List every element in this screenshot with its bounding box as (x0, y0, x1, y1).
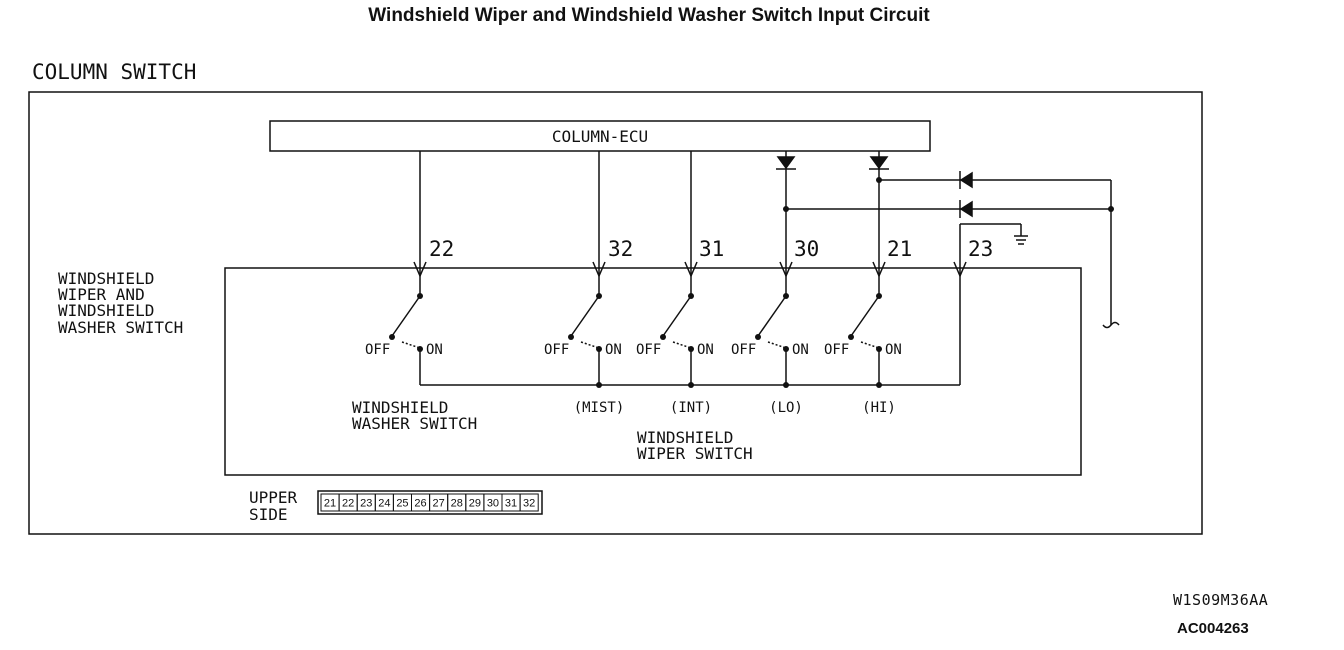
ground-icon (1014, 235, 1028, 245)
svg-text:WASHER SWITCH: WASHER SWITCH (352, 414, 477, 433)
svg-text:WINDSHIELD: WINDSHIELD (58, 301, 154, 320)
svg-text:OFF: OFF (365, 342, 390, 358)
svg-text:UPPER: UPPER (249, 488, 298, 507)
connector-pin-number: 32 (523, 498, 535, 510)
figure-code: W1S09M36AA (1173, 591, 1269, 609)
ecu-label: COLUMN-ECU (552, 127, 648, 146)
svg-text:WASHER SWITCH: WASHER SWITCH (58, 318, 183, 337)
lo-label: (LO) (769, 400, 803, 416)
terminal-32: 32 (608, 237, 633, 261)
connector-pin-number: 24 (378, 498, 390, 510)
diode-icon (959, 171, 973, 189)
diode-icon (869, 156, 889, 170)
connector-pin-number: 27 (433, 498, 445, 510)
mist-label: (MIST) (574, 400, 625, 416)
svg-text:WIPER SWITCH: WIPER SWITCH (637, 444, 753, 463)
svg-text:WINDSHIELD: WINDSHIELD (352, 398, 448, 417)
terminal-23: 23 (968, 237, 993, 261)
connector-pin-number: 28 (451, 498, 463, 510)
connector-pin-strip: 21 22 23 24 25 26 27 28 29 30 31 32 (317, 490, 543, 515)
terminal-numbers: 22 32 31 30 21 23 (429, 237, 993, 261)
svg-text:OFF: OFF (636, 342, 661, 358)
terminal-21: 21 (887, 237, 912, 261)
svg-text:ON: ON (885, 342, 902, 358)
svg-text:ON: ON (426, 342, 443, 358)
svg-text:WIPER AND: WIPER AND (58, 285, 145, 304)
int-label: (INT) (670, 400, 712, 416)
svg-text:OFF: OFF (731, 342, 756, 358)
svg-text:SIDE: SIDE (249, 505, 288, 524)
svg-text:ON: ON (792, 342, 809, 358)
connector-pin-number: 23 (360, 498, 372, 510)
diode-icon (776, 156, 796, 170)
switch-position-labels: (MIST) (INT) (LO) (HI) (574, 400, 896, 416)
page-title: Windshield Wiper and Windshield Washer S… (368, 5, 930, 26)
terminal-markers (413, 261, 967, 278)
hi-label: (HI) (862, 400, 896, 416)
junction-dots (389, 177, 1114, 388)
wiper-switch-label: WINDSHIELD WIPER SWITCH (637, 428, 753, 463)
terminal-31: 31 (699, 237, 724, 261)
washer-switch-label: WINDSHIELD WASHER SWITCH (352, 398, 477, 433)
connector-pin-number: 25 (396, 498, 408, 510)
connector-pin-number: 26 (414, 498, 426, 510)
svg-text:OFF: OFF (544, 342, 569, 358)
diode-icon (959, 200, 973, 218)
column-ecu-box (269, 120, 931, 152)
column-switch-box (28, 91, 1203, 535)
terminal-30: 30 (794, 237, 819, 261)
connector-label: UPPER SIDE (249, 488, 298, 524)
switch-assembly-box (224, 267, 1082, 476)
connector-pin-number: 21 (324, 498, 336, 510)
switch-contacts (391, 295, 880, 349)
column-switch-label: COLUMN SWITCH (32, 60, 196, 84)
connector-pin-number: 31 (505, 498, 517, 510)
connector-pin-cell (519, 493, 539, 512)
connector-pin-number: 29 (469, 498, 481, 510)
svg-text:ON: ON (697, 342, 714, 358)
svg-text:OFF: OFF (824, 342, 849, 358)
switch-assembly-label: WINDSHIELD WIPER AND WINDSHIELD WASHER S… (58, 269, 183, 337)
terminal-22: 22 (429, 237, 454, 261)
svg-text:ON: ON (605, 342, 622, 358)
svg-text:WINDSHIELD: WINDSHIELD (58, 269, 154, 288)
reference-code: AC004263 (1177, 620, 1249, 637)
switch-state-labels: OFF ON OFF ON OFF ON OFF ON OFF ON (365, 342, 902, 358)
connector-pin-number: 30 (487, 498, 499, 510)
svg-text:WINDSHIELD: WINDSHIELD (637, 428, 733, 447)
connector-pin-number: 22 (342, 498, 354, 510)
